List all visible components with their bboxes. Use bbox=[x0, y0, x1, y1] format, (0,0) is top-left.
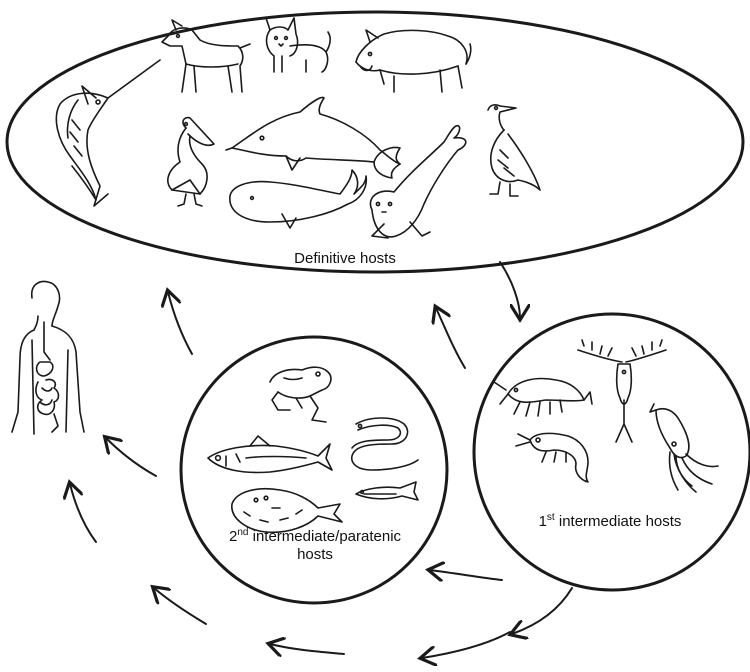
krill-icon bbox=[493, 377, 593, 417]
cat-icon bbox=[265, 17, 331, 73]
second-label-text: intermediate/paratenic bbox=[248, 528, 402, 545]
boar-icon bbox=[355, 29, 472, 93]
arrow-second-to-human bbox=[106, 438, 157, 477]
cormorant-icon bbox=[487, 104, 541, 197]
human-icon bbox=[11, 280, 85, 435]
second-label-number: 2 bbox=[228, 528, 238, 545]
cycle-arrows bbox=[70, 261, 573, 658]
seal-icon bbox=[369, 124, 467, 239]
dolphin-icon bbox=[225, 96, 401, 179]
definitive-hosts-label: Definitive hosts bbox=[294, 250, 396, 267]
arrow-bottom-loop-3 bbox=[270, 644, 345, 654]
first-intermediate-circle bbox=[472, 312, 750, 592]
definitive-hosts-ellipse bbox=[5, 10, 745, 274]
squid-icon bbox=[649, 403, 719, 493]
frog-icon bbox=[269, 366, 332, 423]
pelican-icon bbox=[167, 116, 215, 207]
second-label-line2: hosts bbox=[297, 546, 333, 563]
flatfish-icon bbox=[231, 488, 343, 534]
first-label-number: 1 bbox=[538, 513, 547, 530]
sperm-whale-icon bbox=[229, 169, 368, 229]
arrow-bottom-loop-1 bbox=[70, 484, 97, 543]
arrow-first-to-bottom bbox=[512, 587, 573, 634]
arrow-first-to-definitive-1 bbox=[436, 308, 466, 369]
marlin-icon bbox=[55, 59, 161, 207]
anchovy-icon bbox=[355, 481, 419, 501]
eel-icon bbox=[350, 417, 419, 471]
first-label-text: intermediate hosts bbox=[554, 513, 682, 530]
second-label-line1: 2nd intermediate/paratenic bbox=[200, 528, 430, 546]
arrow-second-to-definitive bbox=[168, 292, 193, 355]
arrow-bottom-loop-2 bbox=[154, 588, 207, 625]
shrimp-icon bbox=[515, 432, 589, 483]
arrow-definitive-to-first bbox=[499, 261, 520, 318]
second-intermediate-hosts-label: 2nd intermediate/paratenic hosts bbox=[200, 528, 430, 564]
second-label-superscript: nd bbox=[237, 527, 249, 538]
second-intermediate-circle bbox=[179, 335, 449, 605]
arrow-bottom-loop-4 bbox=[422, 631, 511, 658]
first-intermediate-hosts-label: 1st intermediate hosts bbox=[510, 513, 710, 531]
mackerel-icon bbox=[207, 435, 333, 474]
dog-icon bbox=[161, 19, 251, 93]
copepod-icon bbox=[577, 339, 667, 443]
arrow-first-to-second bbox=[430, 570, 503, 580]
first-label-superscript: st bbox=[546, 512, 555, 523]
